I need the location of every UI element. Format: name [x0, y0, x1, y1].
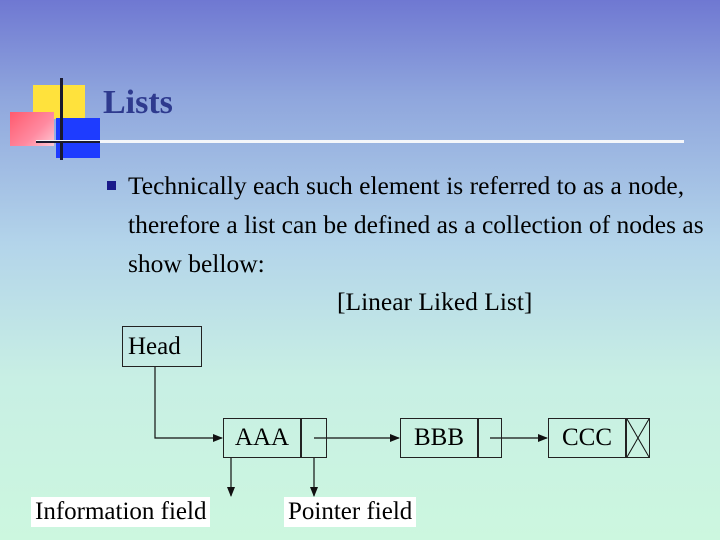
decor-vertical-line: [60, 78, 63, 160]
decor-horizontal-line: [36, 141, 100, 143]
bullet-text: Technically each such element is referre…: [128, 171, 704, 278]
node-b-info: BBB: [400, 418, 478, 458]
head-pointer-arrow: [154, 367, 223, 442]
pointer-field-label: Pointer field: [284, 497, 417, 527]
diagram-caption: [Linear Liked List]: [337, 287, 533, 316]
node-a-pointer: [301, 418, 327, 458]
information-field-label: Information field: [31, 497, 211, 527]
node-a-info: AAA: [223, 418, 301, 458]
node-b-pointer: [478, 418, 502, 458]
head-box: Head: [122, 326, 202, 367]
bullet-icon: [107, 181, 116, 190]
title-underline: [36, 140, 684, 143]
decor-blue-square: [56, 118, 100, 158]
node-c-pointer-null: [626, 418, 650, 458]
slide-title: Lists: [103, 84, 173, 121]
node-c-info: CCC: [548, 418, 626, 458]
null-cross-line-2: [626, 418, 650, 458]
